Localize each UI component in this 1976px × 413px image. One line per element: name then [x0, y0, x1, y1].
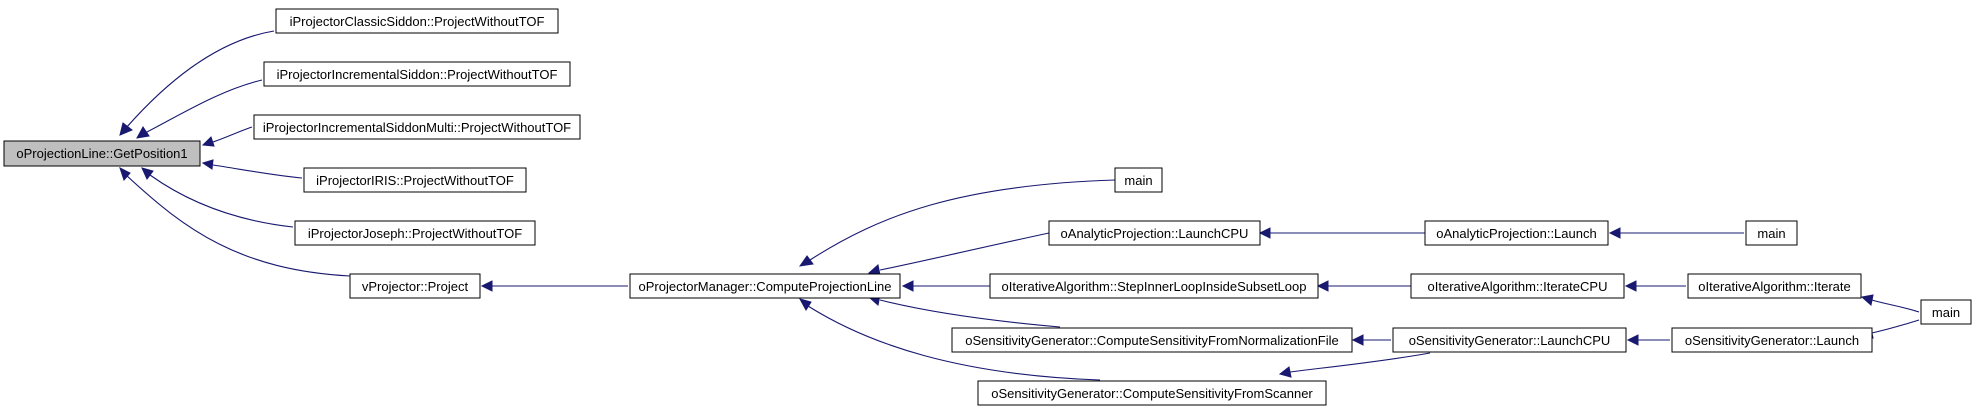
node-main-2[interactable]: main [1745, 220, 1798, 246]
edge-step-inner-loop-to-compute-projection-line [901, 280, 990, 292]
node-iris[interactable]: iProjectorIRIS::ProjectWithoutTOF [303, 167, 527, 193]
node-label: oSensitivityGenerator::ComputeSensitivit… [991, 386, 1313, 401]
node-analytic-launchcpu[interactable]: oAnalyticProjection::LaunchCPU [1048, 220, 1261, 246]
node-label: oIterativeAlgorithm::StepInnerLoopInside… [1002, 279, 1307, 294]
edge-sens-scanner-to-compute-projection-line [798, 298, 1101, 381]
node-incremental-siddon[interactable]: iProjectorIncrementalSiddon::ProjectWith… [263, 61, 571, 87]
node-incremental-siddon-multi[interactable]: iProjectorIncrementalSiddonMulti::Projec… [253, 114, 581, 140]
node-sens-launchcpu[interactable]: oSensitivityGenerator::LaunchCPU [1392, 327, 1627, 353]
node-label: iProjectorIncrementalSiddonMulti::Projec… [263, 120, 571, 135]
node-label: oProjectorManager::ComputeProjectionLine [639, 279, 892, 294]
node-iterate-cpu[interactable]: oIterativeAlgorithm::IterateCPU [1410, 273, 1625, 299]
node-label: iProjectorClassicSiddon::ProjectWithoutT… [290, 14, 545, 29]
node-label: main [1124, 173, 1152, 188]
node-sens-launch[interactable]: oSensitivityGenerator::Launch [1671, 327, 1873, 353]
edge-sens-launch-to-launchcpu [1626, 334, 1670, 346]
node-get-position1[interactable]: oProjectionLine::GetPosition1 [3, 140, 201, 167]
edge-iterate-to-iterate-cpu [1624, 280, 1686, 292]
node-label: main [1757, 226, 1785, 241]
edge-sens-normalization-to-compute-projection-line [867, 294, 1061, 328]
node-step-inner-loop[interactable]: oIterativeAlgorithm::StepInnerLoopInside… [989, 273, 1319, 299]
node-label: iProjectorIncrementalSiddon::ProjectWith… [277, 67, 558, 82]
edge-vprojector-to-get-position1 [119, 167, 351, 277]
node-classic-siddon[interactable]: iProjectorClassicSiddon::ProjectWithoutT… [275, 8, 559, 34]
node-vprojector-project[interactable]: vProjector::Project [349, 273, 481, 299]
edge-incremental-siddon-to-get-position1 [136, 79, 263, 139]
node-analytic-launch[interactable]: oAnalyticProjection::Launch [1424, 220, 1609, 246]
edge-incremental-siddon-multi-to-get-position1 [201, 126, 253, 147]
node-label: oSensitivityGenerator::Launch [1685, 333, 1859, 348]
node-label: oAnalyticProjection::LaunchCPU [1061, 226, 1249, 241]
edge-main3-to-iterate [1860, 294, 1920, 313]
edge-main1-to-compute-projection-line [798, 179, 1116, 267]
node-sens-scanner[interactable]: oSensitivityGenerator::ComputeSensitivit… [977, 380, 1327, 406]
node-label: main [1932, 305, 1960, 320]
edge-analytic-launch-to-launchcpu [1258, 227, 1425, 239]
edge-compute-projection-line-to-vprojector [480, 280, 628, 292]
node-label: oAnalyticProjection::Launch [1436, 226, 1596, 241]
edge-iris-to-get-position1 [201, 159, 303, 179]
edge-iterate-cpu-to-step-inner-loop [1316, 280, 1411, 292]
edge-main2-to-analytic-launch [1608, 227, 1744, 239]
node-compute-projection-line[interactable]: oProjectorManager::ComputeProjectionLine [629, 273, 901, 299]
node-label: oSensitivityGenerator::ComputeSensitivit… [965, 333, 1339, 348]
node-label: iProjectorJoseph::ProjectWithoutTOF [308, 226, 522, 241]
node-joseph[interactable]: iProjectorJoseph::ProjectWithoutTOF [294, 220, 536, 246]
node-label: oIterativeAlgorithm::Iterate [1698, 279, 1850, 294]
edge-analytic-launchcpu-to-compute-projection-line [867, 232, 1050, 276]
node-label: oSensitivityGenerator::LaunchCPU [1409, 333, 1611, 348]
node-label: vProjector::Project [362, 279, 469, 294]
node-iterate[interactable]: oIterativeAlgorithm::Iterate [1687, 273, 1862, 299]
edge-sens-launchcpu-to-normalization [1351, 334, 1391, 346]
edge-classic-siddon-to-get-position1 [119, 30, 275, 136]
node-sens-normalization[interactable]: oSensitivityGenerator::ComputeSensitivit… [951, 327, 1353, 353]
node-label: oIterativeAlgorithm::IterateCPU [1428, 279, 1608, 294]
node-main-3[interactable]: main [1920, 299, 1972, 325]
edge-sens-launchcpu-to-scanner [1278, 352, 1431, 378]
node-label: iProjectorIRIS::ProjectWithoutTOF [316, 173, 514, 188]
node-main-1[interactable]: main [1114, 167, 1163, 193]
node-label: oProjectionLine::GetPosition1 [16, 146, 187, 161]
edge-joseph-to-get-position1 [141, 167, 294, 228]
